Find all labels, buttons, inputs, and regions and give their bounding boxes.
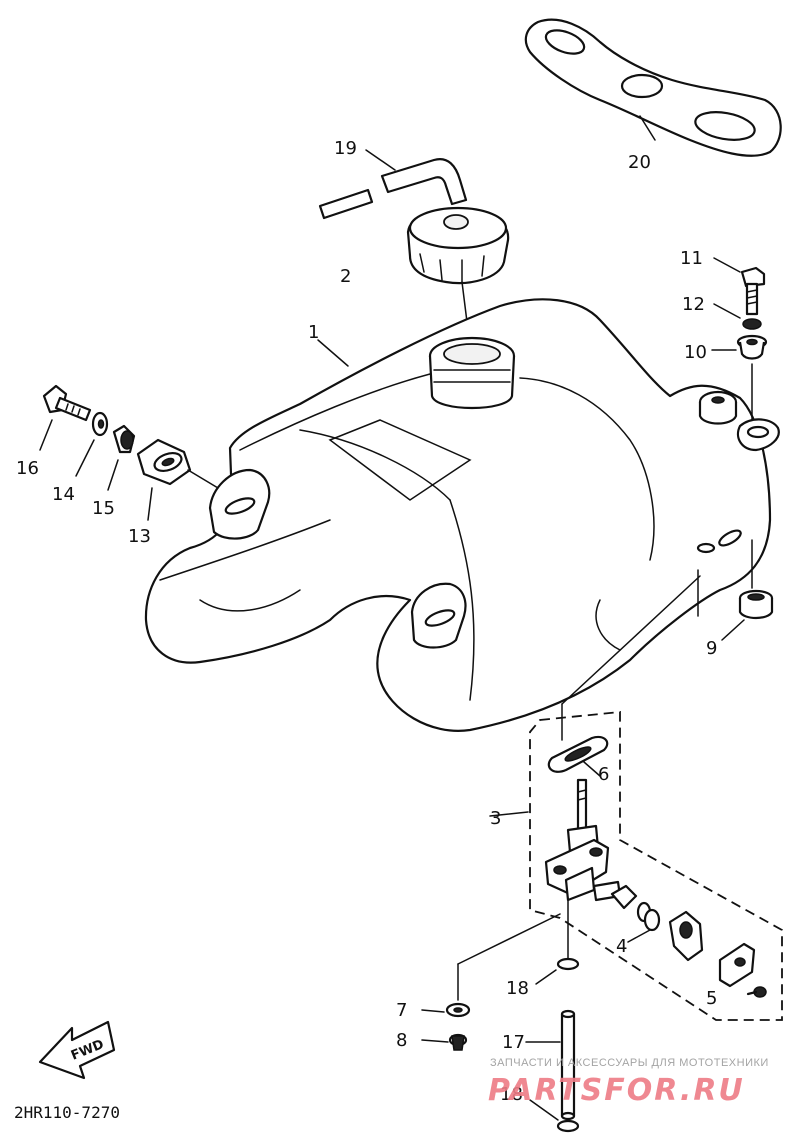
watermark-tagline: ЗАПЧАСТИ И АКСЕССУАРЫ ДЛЯ МОТОТЕХНИКИ — [490, 1057, 769, 1069]
label-part-3: 3 — [490, 808, 501, 829]
part-9-damper — [738, 589, 774, 620]
label-part-9: 9 — [706, 638, 717, 659]
part-18-clip-upper — [556, 957, 580, 971]
label-part-14: 14 — [52, 484, 75, 505]
part-14-washer — [91, 411, 109, 437]
part-10-collar — [736, 334, 768, 360]
label-part-4: 4 — [616, 936, 627, 957]
label-part-16: 16 — [16, 458, 39, 479]
label-part-20: 20 — [628, 152, 651, 173]
part-13-damper — [136, 438, 192, 486]
part-2-fuel-cap — [406, 206, 510, 285]
label-part-19: 19 — [334, 138, 357, 159]
part-4-o-ring — [636, 901, 661, 932]
part-16-bolt — [42, 384, 92, 422]
label-part-8: 8 — [396, 1030, 407, 1051]
label-part-11: 11 — [680, 248, 703, 269]
label-part-2: 2 — [340, 266, 351, 287]
fuel-cock-lever — [668, 910, 704, 962]
part-18-clip-lower — [556, 1119, 580, 1133]
label-part-18-lower: 18 — [500, 1084, 523, 1105]
label-part-10: 10 — [684, 342, 707, 363]
watermark: ЗАПЧАСТИ И АКСЕССУАРЫ ДЛЯ МОТОТЕХНИКИ PA… — [488, 1057, 769, 1108]
part-15-collar — [112, 424, 136, 454]
label-part-1: 1 — [308, 322, 319, 343]
part-7-washer — [445, 1002, 471, 1018]
label-part-6: 6 — [598, 764, 609, 785]
watermark-brand: PARTSFOR.RU — [488, 1073, 745, 1108]
part-6-gasket — [547, 735, 609, 773]
part-11-bolt — [740, 266, 766, 316]
part-17-fuel-hose — [560, 1009, 576, 1121]
label-part-12: 12 — [682, 294, 705, 315]
part-19-hose — [318, 158, 468, 220]
label-part-7: 7 — [396, 1000, 407, 1021]
fwd-arrow-icon: FWD — [38, 1020, 116, 1080]
part-20-pad — [524, 18, 782, 157]
part-12-lock-washer — [742, 318, 762, 330]
fuel-cock-assembly-outline — [529, 711, 783, 1021]
part-5-screw — [746, 986, 767, 998]
fuel-cock-body — [544, 778, 622, 902]
part-connector — [610, 884, 638, 910]
part-1-fuel-tank — [144, 298, 780, 732]
fuel-cock-plate — [718, 942, 756, 988]
label-part-18-upper: 18 — [506, 978, 529, 999]
label-part-13: 13 — [128, 526, 151, 547]
label-part-17: 17 — [502, 1032, 525, 1053]
label-part-5: 5 — [706, 988, 717, 1009]
part-8-screw — [448, 1033, 468, 1051]
drawing-code: 2HR110-7270 — [14, 1103, 120, 1122]
label-part-15: 15 — [92, 498, 115, 519]
